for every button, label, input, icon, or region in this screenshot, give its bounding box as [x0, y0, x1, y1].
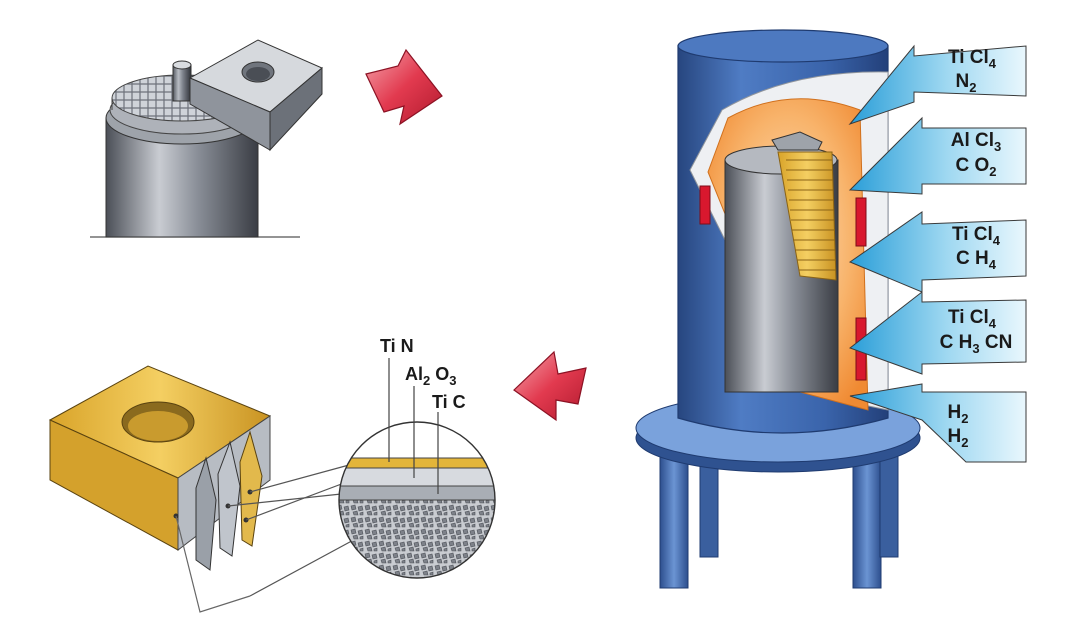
- gas-label-1-line2: N2: [956, 71, 977, 95]
- tool-holder-illustration: [90, 39, 323, 238]
- gas-label-1-line1: Ti Cl4: [948, 47, 997, 71]
- gas-arrow-1: [848, 44, 1027, 126]
- gas-arrow-5: [849, 383, 1027, 463]
- label-al2o3: Al2 O3: [405, 364, 456, 388]
- gas-label-5-line1: H2: [948, 402, 969, 426]
- layer-labels: Ti N Al2 O3 Ti C: [380, 336, 466, 412]
- substrate: [339, 500, 495, 578]
- gas-arrow-3: [848, 211, 1027, 293]
- heater-strip: [855, 197, 867, 247]
- gas-label-5-line2: H2: [948, 426, 969, 450]
- gas-label-3-line1: Ti Cl4: [952, 224, 1001, 248]
- flow-arrow-to-insert: [513, 350, 587, 422]
- label-tin: Ti N: [380, 336, 414, 356]
- layer-tin: [339, 458, 495, 468]
- layer-al2o3: [339, 468, 495, 486]
- flow-arrow-to-reactor: [365, 48, 443, 126]
- insert-stack: [777, 151, 837, 281]
- gas-input-arrows: [848, 44, 1027, 463]
- gas-labels: Ti Cl4 N2 Al Cl3 C O2 Ti Cl4 C H4 Ti Cl4…: [940, 47, 1013, 450]
- cvd-reactor: [635, 29, 921, 589]
- gas-arrow-4: [848, 290, 1027, 375]
- gas-label-2-line1: Al Cl3: [951, 130, 1002, 154]
- layer-tic: [339, 486, 495, 500]
- label-tic: Ti C: [432, 392, 466, 412]
- heater-strip: [699, 185, 711, 225]
- gas-label-4-line1: Ti Cl4: [948, 307, 997, 331]
- gas-label-4-line2: C H3 CN: [940, 332, 1013, 356]
- coated-insert: [48, 365, 272, 613]
- coating-cross-section: [338, 358, 496, 579]
- gas-label-3-line2: C H4: [956, 248, 997, 272]
- gas-arrow-2: [848, 116, 1027, 195]
- gas-label-2-line2: C O2: [955, 155, 996, 179]
